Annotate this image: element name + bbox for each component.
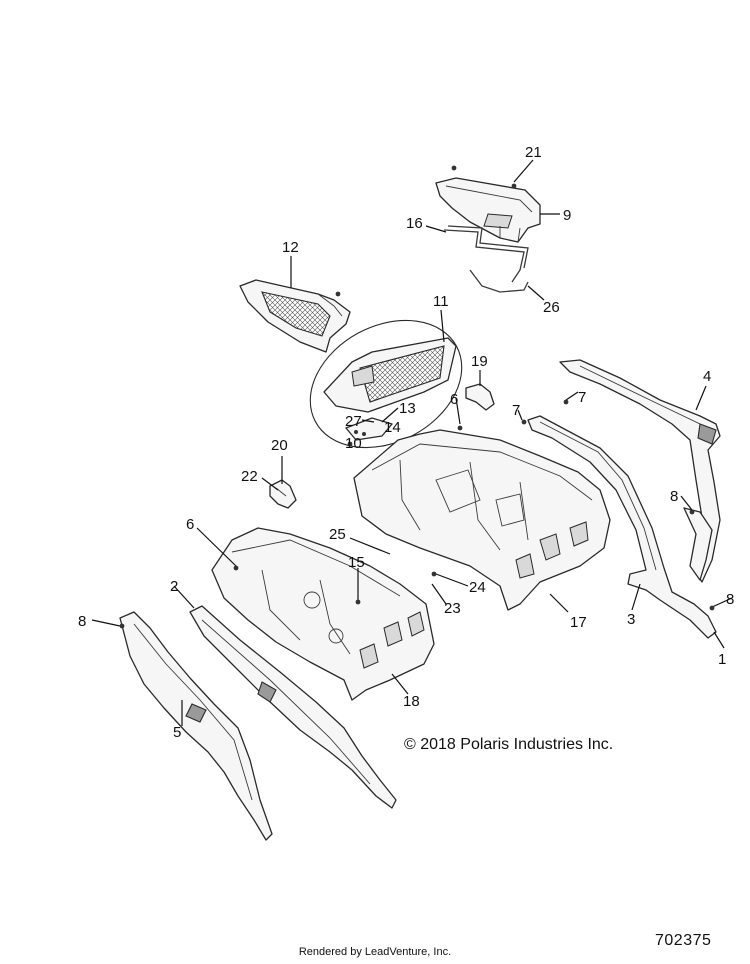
callout-26: 26	[543, 299, 560, 316]
fasteners	[119, 165, 715, 629]
callout-14: 14	[384, 419, 401, 436]
callout-1: 1	[718, 651, 726, 668]
callout-16: 16	[406, 215, 423, 232]
callout-12: 12	[282, 239, 299, 256]
callout-11: 11	[433, 293, 449, 310]
callout-17: 17	[570, 614, 587, 631]
callout-6b: 6	[450, 391, 458, 408]
rendered-by-credit: Rendered by LeadVenture, Inc.	[298, 946, 452, 958]
callout-3: 3	[627, 611, 635, 628]
part-26-seal-strip[interactable]	[469, 269, 529, 293]
part-12-upper-rack[interactable]	[239, 279, 351, 353]
part-20-bracket[interactable]	[269, 479, 297, 509]
part-9-rack-panel[interactable]	[435, 177, 541, 243]
callout-6a: 6	[186, 516, 194, 533]
callout-7b: 7	[512, 402, 520, 419]
part-18-front-tub[interactable]	[211, 527, 435, 701]
callout-7a: 7	[578, 389, 586, 406]
callout-4: 4	[703, 368, 711, 385]
callout-8c: 8	[726, 591, 734, 608]
callout-10: 10	[345, 435, 362, 452]
part-19-bracket[interactable]	[465, 383, 495, 411]
callout-2: 2	[170, 578, 178, 595]
callout-21: 21	[525, 144, 542, 161]
callout-5: 5	[173, 724, 181, 741]
part-17-rear-tub[interactable]	[353, 429, 611, 611]
callout-20: 20	[271, 437, 288, 454]
leader-lines	[91, 159, 733, 726]
part-4-right-fender-frame[interactable]	[559, 359, 721, 583]
callout-15: 15	[348, 554, 365, 571]
callout-18: 18	[403, 693, 420, 710]
part-16-seal-strip[interactable]	[443, 225, 529, 283]
copyright-notice: © 2018 Polaris Industries Inc.	[404, 736, 614, 753]
callout-19: 19	[471, 353, 488, 370]
callout-25: 25	[329, 526, 346, 543]
part-2-left-side-rail[interactable]	[189, 605, 397, 809]
callout-8a: 8	[78, 613, 86, 630]
part-3-right-side-panel[interactable]	[527, 415, 717, 639]
callout-22: 22	[241, 468, 258, 485]
part-5-left-fender-panel[interactable]	[119, 611, 273, 841]
callout-9: 9	[563, 207, 571, 224]
callout-27: 27	[345, 413, 362, 430]
drawing-number: 702375	[655, 932, 712, 949]
part-11-storage-tray-group[interactable]	[288, 295, 484, 473]
callout-8b: 8	[670, 488, 678, 505]
callout-13: 13	[399, 400, 416, 417]
callouts: 21 9 16 26 12 11 19 13 27 14 10 7 7 6 4 …	[78, 144, 734, 741]
callout-24: 24	[469, 579, 486, 596]
callout-23: 23	[444, 600, 461, 617]
